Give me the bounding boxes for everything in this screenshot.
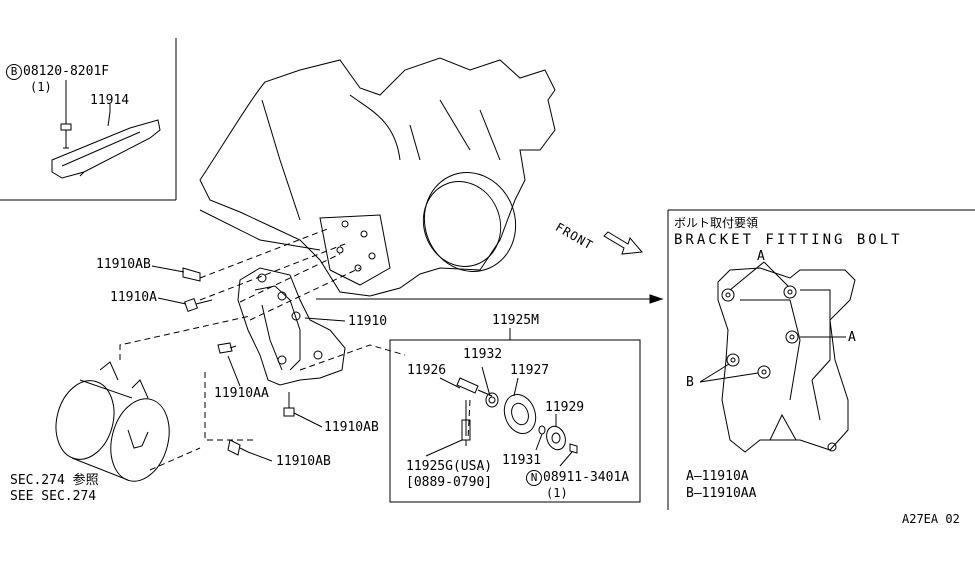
bracket-fitting-panel (667, 209, 975, 510)
bolts (182, 267, 295, 456)
detail-arrow (316, 294, 664, 304)
compressor-bracket (237, 267, 346, 386)
bracket-fitting-drawing (699, 261, 856, 453)
part-11925G: 11925G(USA) (406, 459, 493, 474)
n-circle-marker: N (526, 470, 542, 486)
heat-shield-part-number: 11914 (90, 93, 130, 108)
part-11910: 11910 (348, 314, 388, 329)
legend-b: B—11910AA (686, 486, 757, 501)
diagram-code: A27EA 02 (902, 512, 960, 526)
legend-a: A—11910A (686, 469, 749, 484)
part-11910AB-top: 11910AB (96, 257, 151, 272)
production-date-range: [0889-0790] (406, 475, 493, 490)
marker-a-top: A (757, 249, 765, 264)
part-11927: 11927 (510, 363, 550, 378)
bracket-panel-title-jp: ボルト取付要領 (674, 216, 759, 230)
part-11910A: 11910A (110, 290, 157, 305)
idler-parts (425, 366, 578, 467)
inset-frame (0, 38, 177, 201)
part-11910AA: 11910AA (214, 386, 269, 401)
marker-a-right: A (848, 330, 856, 345)
bolt-qty: (1) (30, 80, 52, 94)
heat-shield-11914 (51, 111, 161, 179)
engine-block (199, 57, 556, 297)
part-11910AB-mid: 11910AB (324, 420, 379, 435)
ac-compressor (55, 361, 170, 482)
see-section-jp: SEC.274 参照 (10, 473, 99, 488)
bolt-part-number: 08120-8201F (23, 64, 110, 79)
marker-b: B (686, 375, 694, 390)
nut-part-number: 08911-3401A (543, 470, 630, 485)
part-11929: 11929 (545, 400, 585, 415)
nut-qty: (1) (546, 486, 568, 500)
idler-pulley-box (389, 328, 641, 503)
part-11926: 11926 (407, 363, 447, 378)
part-11910AB-bottom: 11910AB (276, 454, 331, 469)
part-11931: 11931 (502, 453, 542, 468)
bracket-panel-title-en: BRACKET FITTING BOLT (674, 232, 903, 248)
bolt-08120-8201F (60, 96, 72, 149)
front-arrow (603, 231, 644, 255)
guide-lines (119, 227, 471, 471)
leader-lines (65, 80, 346, 462)
part-11932: 11932 (463, 347, 503, 362)
idler-kit-part-number: 11925M (492, 313, 539, 328)
see-section-en: SEE SEC.274 (10, 489, 97, 504)
b-circle-marker: B (6, 64, 22, 80)
